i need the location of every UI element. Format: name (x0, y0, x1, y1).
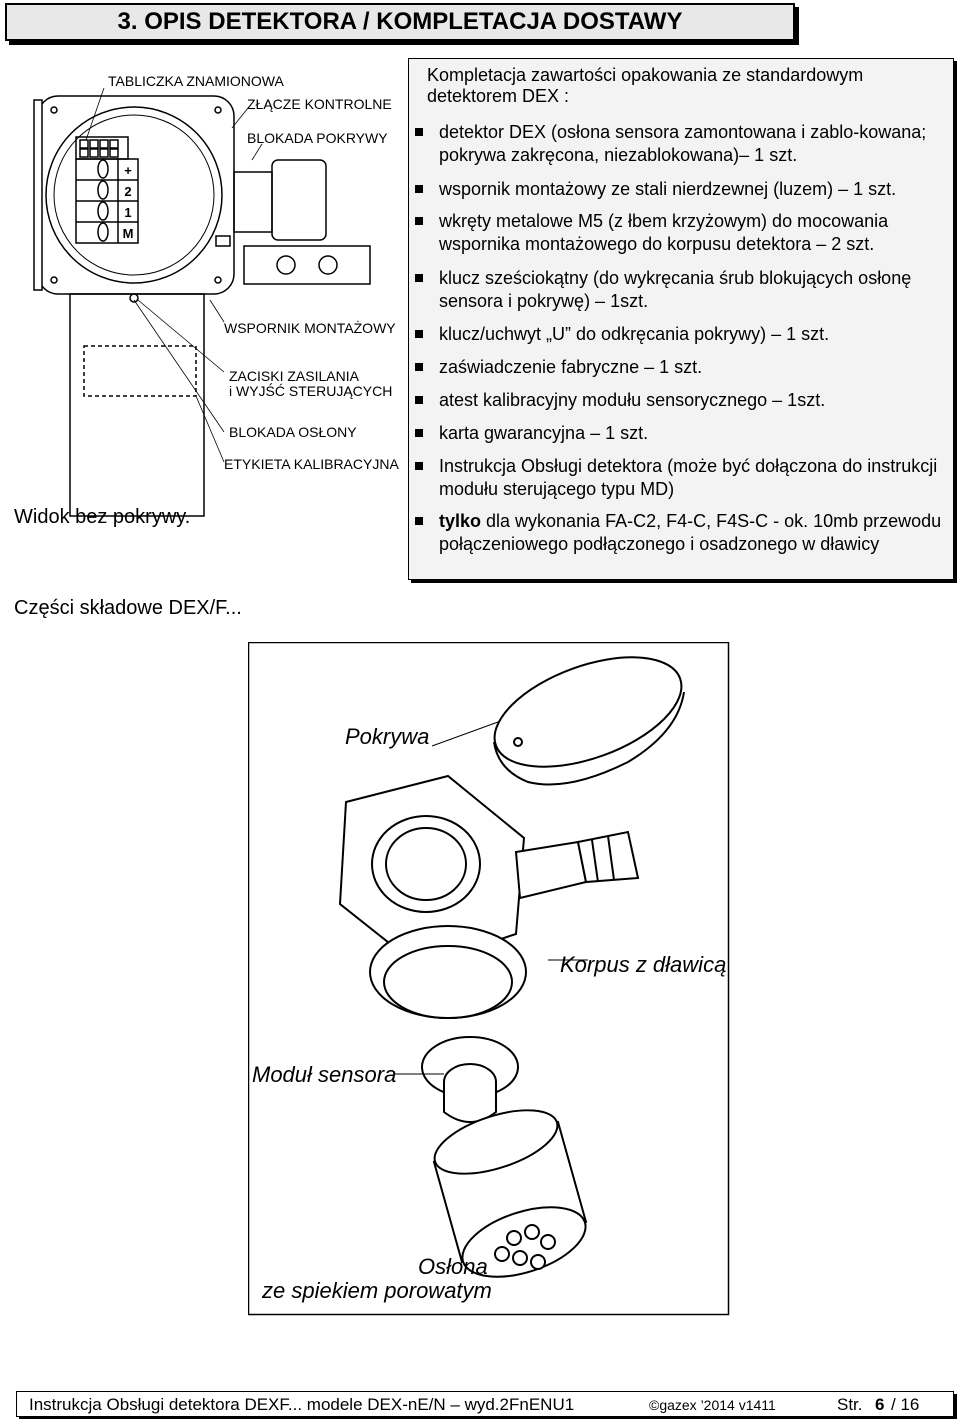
label-blokada-oslony: BLOKADA OSŁONY (229, 424, 357, 440)
callout-oslona: Osłona (418, 1254, 488, 1279)
label-zaciski-line1: ZACISKI ZASILANIA (229, 368, 359, 384)
callout-ze-spiekiem: ze spiekiem porowatym (262, 1278, 492, 1303)
label-zaciski-line2: i WYJŚĆ STERUJĄCYCH (229, 383, 393, 399)
footer-doc-title: Instrukcja Obsługi detektora DEXF... mod… (29, 1395, 575, 1414)
label-wspornik-montazowy: WSPORNIK MONTAŻOWY (224, 320, 396, 336)
footer-page-prefix: Str. (837, 1395, 863, 1414)
callout-korpus-z-dlawica: Korpus z dławicą (560, 952, 727, 977)
section-title-box: 3. OPIS DETEKTORA / KOMPLETACJA DOSTAWY (5, 3, 795, 41)
label-tabliczka-znamionowa: TABLICZKA ZNAMIONOWA (108, 73, 284, 89)
list-item: detektor DEX (osłona sensora zamontowana… (415, 121, 949, 167)
label-blokada-pokrywy: BLOKADA POKRYWY (247, 130, 388, 146)
delivery-intro: Kompletacja zawartości opakowania ze sta… (427, 65, 864, 106)
label-zlacze-kontrolne: ZŁĄCZE KONTROLNE (247, 96, 392, 112)
device-front-view-drawing: + 2 1 M (33, 87, 371, 517)
delivery-contents-box: Kompletacja zawartości opakowania ze sta… (408, 58, 954, 580)
caption-widok-bez-pokrywy: Widok bez pokrywy. (14, 506, 191, 528)
footer-copyright: ©gazex ’2014 v1411 (649, 1397, 776, 1413)
list-item: tylko dla wykonania FA-C2, F4-C, F4S-C -… (415, 510, 949, 556)
list-item: zaświadczenie fabryczne – 1 szt. (415, 356, 949, 379)
list-item: karta gwarancyjna – 1 szt. (415, 422, 949, 445)
caption-czesci-skladowe: Części składowe DEX/F... (14, 597, 242, 619)
list-item: atest kalibracyjny modułu sensorycznego … (415, 389, 949, 412)
list-item: wspornik montażowy ze stali nierdzewnej … (415, 178, 949, 201)
exploded-view-drawing (248, 642, 730, 1316)
list-item: klucz sześciokątny (do wykręcania śrub b… (415, 267, 949, 313)
terminal-label-m: M (123, 226, 134, 241)
terminal-label-2: 2 (124, 184, 131, 199)
terminal-label-1: 1 (124, 205, 131, 220)
page-footer: Instrukcja Obsługi detektora DEXF... mod… (16, 1391, 954, 1417)
list-item: wkręty metalowe M5 (z łbem krzyżowym) do… (415, 210, 949, 256)
terminal-label-plus: + (124, 163, 132, 178)
callout-pokrywa: Pokrywa (345, 724, 430, 749)
footer-page-total: / 16 (891, 1395, 920, 1414)
page-title: 3. OPIS DETEKTORA / KOMPLETACJA DOSTAWY (117, 8, 683, 35)
label-etykieta-kalibracyjna: ETYKIETA KALIBRACYJNA (224, 456, 399, 472)
footer-page-number: 6 (875, 1395, 885, 1414)
list-item: klucz/uchwyt „U” do odkręcania pokrywy) … (415, 323, 949, 346)
callout-modul-sensora: Moduł sensora (252, 1062, 397, 1087)
list-item: Instrukcja Obsługi detektora (może być d… (415, 455, 949, 501)
